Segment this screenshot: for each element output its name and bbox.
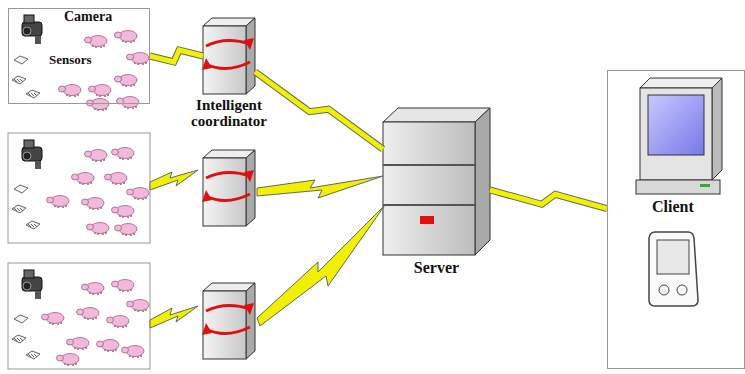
pig [112, 280, 135, 293]
pig [97, 340, 120, 353]
camera-icon [22, 140, 42, 169]
pig [87, 223, 110, 236]
sensor-icon [12, 76, 26, 84]
sensor-icon [12, 205, 26, 213]
pig [67, 338, 90, 351]
pig [112, 148, 135, 161]
farm-panel [8, 133, 150, 243]
coordinator-illustration [202, 18, 255, 359]
pig [59, 85, 82, 98]
node-label: Server [383, 260, 490, 277]
wireless-link [490, 190, 607, 209]
sensor-icon [14, 315, 28, 323]
client-panel: Client [607, 70, 745, 369]
pig [112, 206, 135, 219]
sensor-icon [26, 351, 40, 359]
pig [115, 31, 138, 44]
bolt-outline [150, 50, 203, 62]
pig [122, 346, 145, 359]
camera-icon [22, 270, 42, 299]
pig [72, 173, 95, 186]
farm-panel [8, 263, 150, 369]
coordinator-icon [202, 283, 255, 359]
pig [127, 53, 150, 66]
server-illustration [383, 108, 490, 255]
pig [85, 36, 108, 49]
pig [57, 354, 80, 367]
wireless-bolt [150, 170, 385, 328]
pig [127, 300, 150, 313]
client-devices [636, 78, 722, 306]
pig [82, 198, 105, 211]
sensor-icon [26, 221, 40, 229]
coordinator-icon [202, 18, 255, 94]
pig [87, 99, 110, 112]
pig [107, 316, 130, 329]
pig [77, 308, 100, 321]
node-label: Client [652, 199, 694, 216]
farm-illustration [12, 15, 149, 366]
sensor-icon [12, 335, 26, 343]
pig [115, 224, 138, 237]
pig [47, 196, 70, 209]
bolt-outline [490, 190, 607, 209]
wireless-link [150, 50, 203, 62]
node-label: Intelligent coordinator [177, 98, 281, 130]
pig [117, 97, 140, 110]
coordinator-box: Intelligent coordinator [203, 18, 255, 94]
camera-icon [22, 15, 42, 44]
node-label: Sensors [49, 53, 92, 67]
server-box: Server [383, 108, 490, 255]
wireless-link [255, 72, 383, 149]
sensor-icon [14, 185, 28, 193]
pig [85, 150, 108, 163]
coordinator-icon [202, 150, 255, 226]
sensor-icon [14, 56, 28, 64]
pig [127, 188, 150, 201]
pig [89, 85, 112, 98]
sensor-icon [26, 90, 40, 98]
pig [82, 283, 105, 296]
node-label: Camera [64, 10, 112, 25]
pig [42, 313, 65, 326]
pig [115, 75, 138, 88]
farm-panel: CameraSensors [8, 8, 150, 104]
bolt-outline [255, 72, 383, 149]
pig [105, 173, 128, 186]
